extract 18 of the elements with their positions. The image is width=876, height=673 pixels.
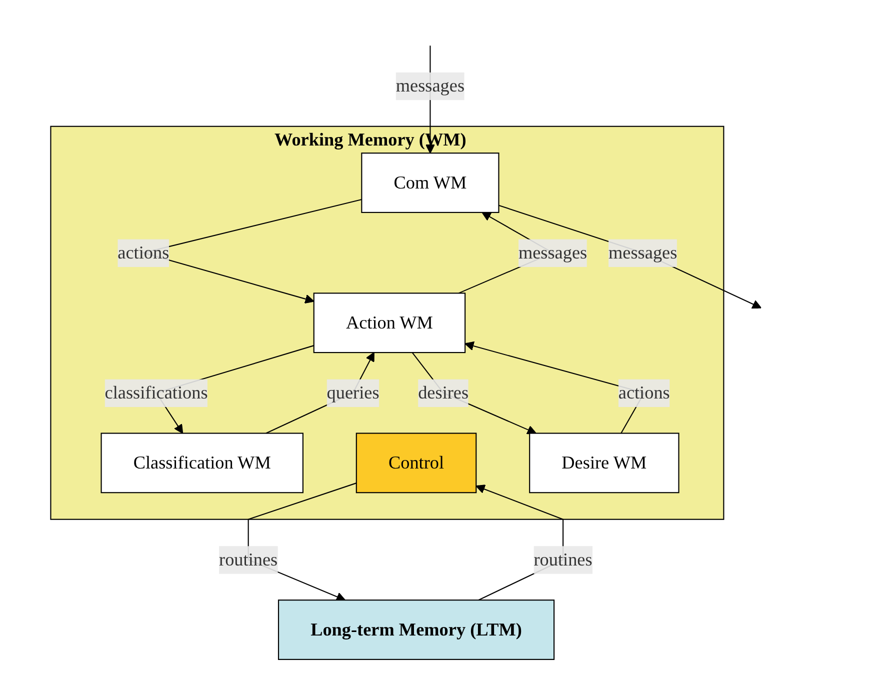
- edge-label: classifications: [104, 382, 208, 403]
- edge-label: routines: [534, 549, 592, 570]
- node-box: Long-term Memory (LTM): [278, 600, 555, 660]
- node-box: Com WM: [361, 152, 500, 213]
- edge-label: routines: [219, 549, 278, 570]
- node-box: Control: [356, 432, 477, 494]
- edge-label: messages: [518, 242, 588, 263]
- edge-label: desires: [418, 382, 469, 403]
- arrow: [498, 204, 762, 309]
- edge-label: actions: [118, 242, 170, 263]
- edge-label: queries: [326, 382, 380, 403]
- node-box: Classification WM: [100, 432, 304, 494]
- node-box: Desire WM: [529, 432, 680, 494]
- node-box: Action WM: [313, 292, 466, 354]
- edge-label: messages: [608, 242, 678, 263]
- edge-label: messages: [396, 76, 465, 96]
- edge-label: actions: [618, 382, 670, 403]
- arrow: [412, 352, 536, 434]
